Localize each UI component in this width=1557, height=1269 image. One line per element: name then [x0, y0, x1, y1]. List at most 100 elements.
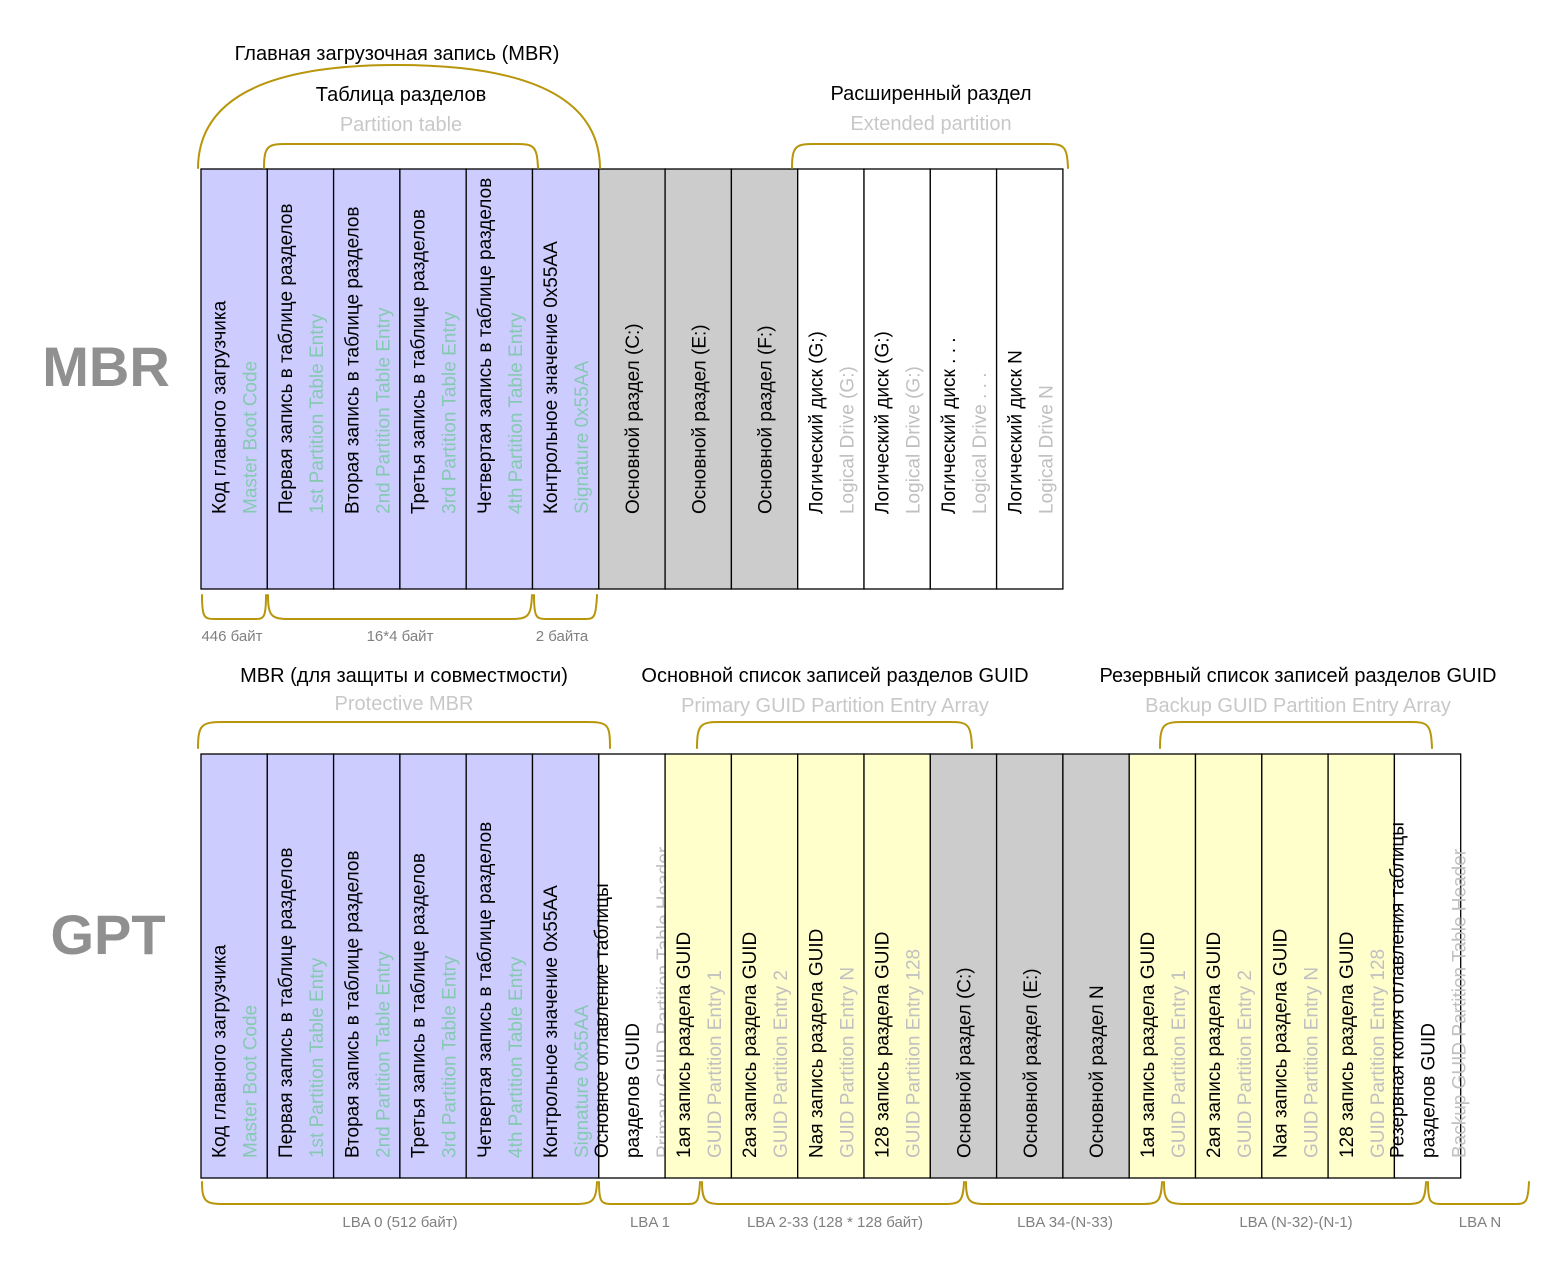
mbr-cell-13-box — [995, 168, 1064, 590]
gpt-cell-8-main-label: 1ая запись раздела GUID — [674, 932, 695, 1158]
mbr-cell-11: Логический диск (G:) Logical Drive (G:) — [863, 168, 931, 590]
mbr-cell-8-box — [664, 168, 733, 590]
mbr-cell-8-main-label: Основной раздел (E:) — [689, 324, 710, 514]
gpt-cell-4-main-label: Третья запись в таблице разделов — [409, 853, 430, 1158]
gpt-cell-14-main-label: Основной раздел N — [1087, 985, 1108, 1158]
size-label-lba34: LBA 34-(N-33) — [1017, 1214, 1113, 1231]
brace-primary-top — [696, 721, 973, 749]
gpt-cell-10-sub-label: GUID Partition Entry N — [837, 967, 858, 1158]
gpt-cell-9-box — [730, 753, 799, 1179]
mbr-cell-5-box — [465, 168, 534, 590]
gpt-cell-7-main-label: Основное оглавление таблицы — [592, 883, 613, 1158]
gpt-cell-14-box — [1062, 753, 1130, 1179]
backup-array-title: Резервный список записей разделов GUID — [1100, 665, 1497, 687]
mbr-cell-12-box — [929, 168, 998, 590]
mbr-cell-5: Четвертая запись в таблице разделов 4th P… — [465, 168, 534, 590]
mbr-cell-10-box — [797, 168, 865, 590]
mbr-cell-10-main-label: Логический диск (G:) — [806, 331, 827, 514]
gpt-cell-9-main-label: 2ая запись раздела GUID — [740, 932, 761, 1158]
size-label-lba-backup: LBA (N-32)-(N-1) — [1239, 1214, 1352, 1231]
mbr-cell-3-sub-label: 2nd Partition Table Entry — [373, 307, 394, 514]
primary-array-subtitle: Primary GUID Partition Entry Array — [681, 695, 989, 717]
brace-table-entries-bottom — [267, 594, 533, 620]
size-label-lban: LBA N — [1459, 1214, 1502, 1231]
brace-extended-top — [791, 143, 1069, 169]
mbr-cell-1-box — [200, 168, 268, 590]
brace-lba2-bottom — [701, 1181, 965, 1205]
gpt-cell-19: Резервная копия оглавления таблицы раздел… — [1388, 753, 1471, 1179]
gpt-cell-5-box — [465, 753, 534, 1179]
mbr-cell-2-main-label: Первая запись в таблице разделов — [276, 203, 297, 514]
mbr-cell-13-main-label: Логический диск N — [1005, 350, 1026, 514]
extended-partition-subtitle: Extended partition — [850, 113, 1011, 135]
gpt-cell-3-sub-label: 2nd Partition Table Entry — [373, 951, 394, 1158]
gpt-cell-13-main-label: Основной раздел (E:) — [1021, 968, 1042, 1158]
gpt-cell-8-box — [664, 753, 733, 1179]
gpt-cell-9-sub-label: GUID Partition Entry 2 — [771, 970, 792, 1158]
gpt-cell-17-main-label: Nая запись раздела GUID — [1270, 929, 1291, 1158]
mbr-cell-7: Основной раздел (C:) — [598, 168, 666, 590]
partition-table-title: Таблица разделов — [316, 84, 487, 106]
mbr-cell-4-main-label: Третья запись в таблице разделов — [409, 209, 430, 514]
mbr-cell-12-sub-label: Logical Drive . . . — [970, 373, 991, 514]
gpt-cell-8: 1ая запись раздела GUID GUID Partition En… — [664, 753, 733, 1179]
mbr-cell-3: Вторая запись в таблице разделов 2nd Part… — [332, 168, 401, 590]
mbr-cell-11-sub-label: Logical Drive (G:) — [904, 366, 925, 514]
mbr-cell-7-box — [598, 168, 666, 590]
gpt-cell-13: Основной раздел (E:) — [995, 753, 1064, 1179]
mbr-side-label: MBR — [42, 335, 170, 398]
brace-partition-table-top — [263, 143, 539, 169]
mbr-cell-9-main-label: Основной раздел (F:) — [756, 325, 777, 514]
mbr-cell-4-sub-label: 3rd Partition Table Entry — [440, 311, 461, 514]
gpt-cell-17-sub-label: GUID Partition Entry N — [1301, 967, 1322, 1158]
mbr-cell-4: Третья запись в таблице разделов 3rd Part… — [399, 168, 467, 590]
gpt-cell-19-main2-label: разделов GUID — [1419, 1023, 1440, 1158]
gpt-cell-17: Nая запись раздела GUID GUID Partition En… — [1261, 753, 1329, 1179]
gpt-cell-17-box — [1261, 753, 1329, 1179]
gpt-cell-4-sub-label: 3rd Partition Table Entry — [440, 955, 461, 1158]
gpt-cell-11-sub-label: GUID Partition Entry 128 — [904, 949, 925, 1158]
brace-lba-backup-bottom — [1163, 1181, 1427, 1205]
size-label-signature: 2 байта — [536, 628, 589, 645]
backup-array-subtitle: Backup GUID Partition Entry Array — [1145, 695, 1451, 717]
mbr-cell-12: Логический диск . . .Logical Drive . . . — [929, 168, 998, 590]
gpt-cell-18-box — [1327, 753, 1396, 1179]
gpt-cell-6-sub-label: Signature 0x55AA — [572, 1005, 593, 1158]
gpt-cell-11-main-label: 128 запись раздела GUID — [873, 931, 894, 1158]
protective-mbr-title: MBR (для защиты и совместмости) — [240, 665, 568, 687]
mbr-cell-5-main-label: Четвертая запись в таблице разделов — [475, 178, 496, 514]
gpt-cell-19-box — [1393, 753, 1462, 1179]
brace-lba1-bottom — [598, 1181, 701, 1205]
gpt-cell-6-main-label: Контрольное значение 0x55AA — [541, 885, 562, 1158]
mbr-cell-5-sub-label: 4th Partition Table Entry — [506, 312, 527, 514]
gpt-cell-15-sub-label: GUID Partition Entry 1 — [1169, 970, 1190, 1158]
mbr-title: Главная загрузочная запись (MBR) — [235, 43, 560, 65]
mbr-cell-8: Основной раздел (E:) — [664, 168, 733, 590]
gpt-cell-8-sub-label: GUID Partition Entry 1 — [705, 970, 726, 1158]
brace-signature-bottom — [533, 594, 598, 620]
protective-mbr-subtitle: Protective MBR — [335, 693, 474, 715]
brace-boot-code-bottom — [201, 594, 267, 620]
mbr-cell-3-main-label: Вторая запись в таблице разделов — [342, 206, 363, 514]
gpt-cell-16-main-label: 2ая запись раздела GUID — [1204, 932, 1225, 1158]
gpt-cell-5-sub-label: 4th Partition Table Entry — [506, 956, 527, 1158]
gpt-cell-3: Вторая запись в таблице разделов 2nd Part… — [332, 753, 401, 1179]
mbr-cell-11-main-label: Логический диск (G:) — [873, 331, 894, 514]
gpt-cell-19-main-label: Резервная копия оглавления таблицы — [1388, 822, 1409, 1158]
gpt-cell-9: 2ая запись раздела GUID GUID Partition En… — [730, 753, 799, 1179]
gpt-cell-3-main-label: Вторая запись в таблице разделов — [342, 850, 363, 1158]
gpt-cell-16-sub-label: GUID Partition Entry 2 — [1235, 970, 1256, 1158]
brace-mbr-top — [197, 64, 601, 169]
primary-array-title: Основной список записей разделов GUID — [641, 665, 1028, 687]
mbr-cell-4-box — [399, 168, 467, 590]
